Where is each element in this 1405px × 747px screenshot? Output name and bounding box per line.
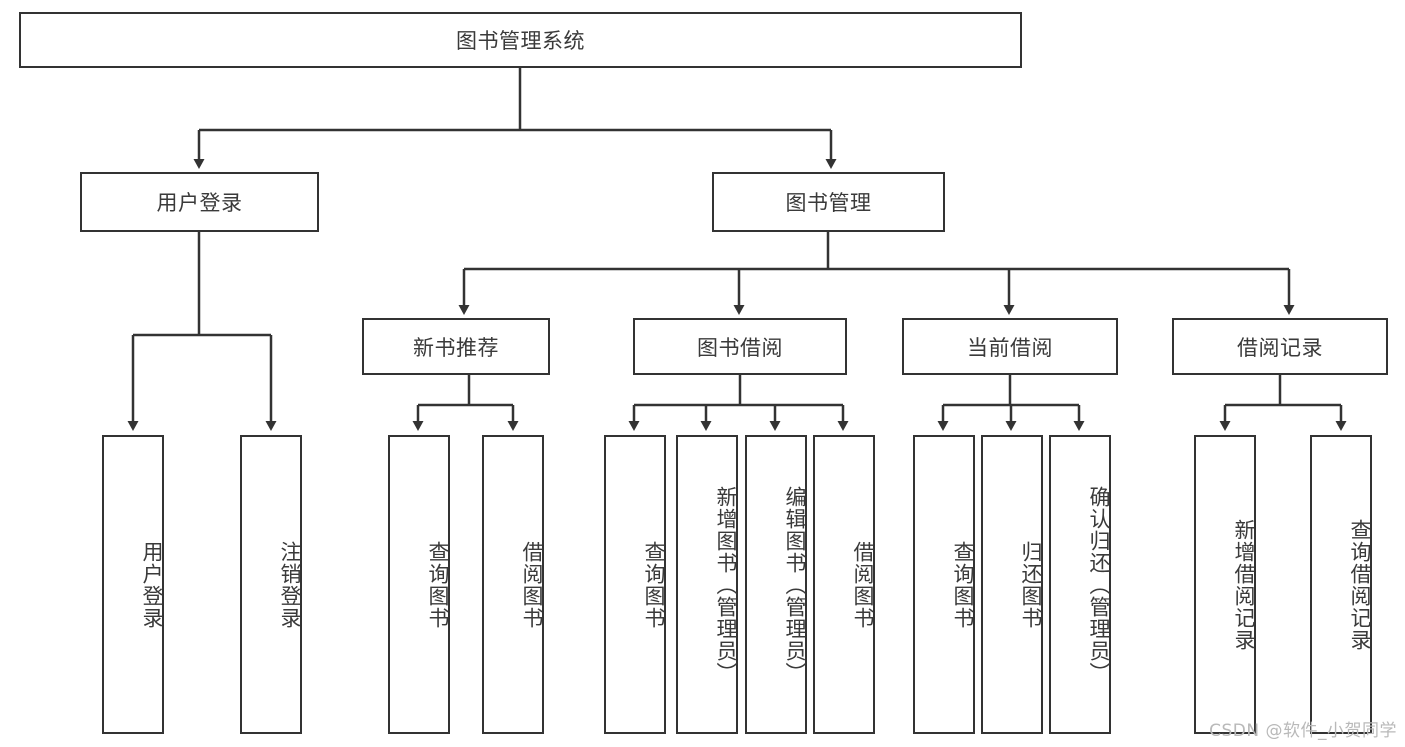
node-label: 查询图书 xyxy=(426,540,450,629)
leaf-add-borrow-record[interactable]: 新增借阅记录 xyxy=(1194,435,1256,734)
node-label: 借阅图书 xyxy=(520,540,544,629)
leaf-add-book[interactable]: 新增图书（管理员） xyxy=(676,435,738,734)
node-label: 用户登录 xyxy=(140,540,164,629)
leaf-query-borrow-record[interactable]: 查询借阅记录 xyxy=(1310,435,1372,734)
leaf-borrow-book[interactable]: 借阅图书 xyxy=(813,435,875,734)
node-label: 新书推荐 xyxy=(413,335,499,360)
node-label: 图书管理系统 xyxy=(456,29,585,53)
node-label: 新增借阅记录 xyxy=(1232,518,1256,651)
leaf-query-book-current[interactable]: 查询图书 xyxy=(913,435,975,734)
node-new-book-recommend[interactable]: 新书推荐 xyxy=(362,318,550,375)
node-user-login[interactable]: 用户登录 xyxy=(80,172,319,232)
node-borrow-record[interactable]: 借阅记录 xyxy=(1172,318,1388,375)
node-label: 借阅图书 xyxy=(851,540,875,629)
node-label: 新增图书（管理员） xyxy=(714,485,738,684)
leaf-query-book-borrow[interactable]: 查询图书 xyxy=(604,435,666,734)
node-label: 确认归还（管理员） xyxy=(1087,485,1111,684)
node-label: 图书管理 xyxy=(785,191,872,215)
leaf-borrow-book-recommend[interactable]: 借阅图书 xyxy=(482,435,544,734)
node-label: 图书借阅 xyxy=(697,335,783,360)
node-label: 归还图书 xyxy=(1019,540,1043,629)
leaf-query-book-recommend[interactable]: 查询图书 xyxy=(388,435,450,734)
node-label: 注销登录 xyxy=(278,540,302,629)
leaf-edit-book[interactable]: 编辑图书（管理员） xyxy=(745,435,807,734)
node-label: 查询图书 xyxy=(951,540,975,629)
watermark: CSDN @软件_小贺同学 xyxy=(1209,721,1397,741)
node-label: 查询图书 xyxy=(642,540,666,629)
node-label: 当前借阅 xyxy=(967,335,1053,360)
node-book-borrow[interactable]: 图书借阅 xyxy=(633,318,847,375)
node-book-manage[interactable]: 图书管理 xyxy=(712,172,945,232)
node-root-system[interactable]: 图书管理系统 xyxy=(19,12,1022,68)
node-label: 查询借阅记录 xyxy=(1348,518,1372,651)
leaf-logout-login[interactable]: 注销登录 xyxy=(240,435,302,734)
leaf-confirm-return[interactable]: 确认归还（管理员） xyxy=(1049,435,1111,734)
leaf-user-login[interactable]: 用户登录 xyxy=(102,435,164,734)
node-label: 编辑图书（管理员） xyxy=(783,485,807,684)
node-current-borrow[interactable]: 当前借阅 xyxy=(902,318,1118,375)
node-label: 用户登录 xyxy=(156,191,243,215)
leaf-return-book[interactable]: 归还图书 xyxy=(981,435,1043,734)
node-label: 借阅记录 xyxy=(1237,335,1323,360)
